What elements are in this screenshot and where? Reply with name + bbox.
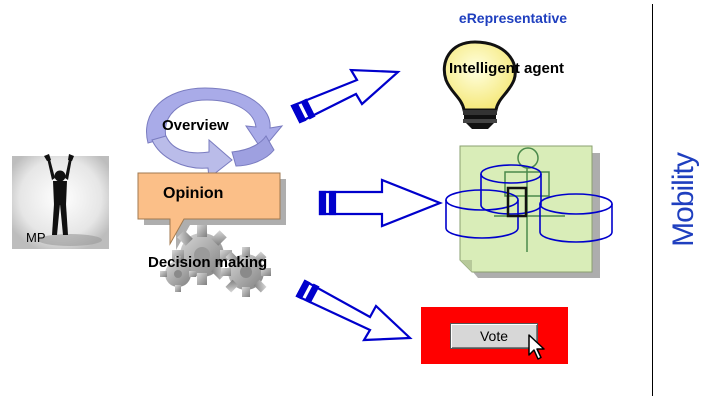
decision-gears-icon: [160, 225, 271, 297]
opinion-label: Opinion: [163, 185, 224, 202]
diagram-title: eRepresentative: [458, 10, 568, 26]
mp-person-arms-raised-icon: [12, 154, 109, 249]
arrow-to-document: [318, 178, 443, 228]
mouse-pointer-icon: [528, 334, 545, 360]
mobility-panel: Mobility: [652, 4, 714, 396]
mobility-label: Mobility: [666, 153, 700, 247]
vote-button[interactable]: Vote: [450, 323, 538, 349]
arrow-to-vote: [295, 279, 413, 342]
agent-label: Intelligent agent: [449, 60, 565, 77]
overview-label: Overview: [162, 117, 229, 134]
vote-panel: Vote: [421, 307, 568, 364]
mp-label: MP: [26, 230, 46, 245]
document-cylinders-icon: [445, 145, 613, 278]
overview-circular-arrows-icon: [146, 87, 284, 179]
arrow-to-agent: [290, 68, 401, 124]
agent-light-bulb-icon: [442, 40, 517, 129]
decision-label: Decision making: [148, 254, 268, 271]
opinion-speech-bubble-icon: [137, 172, 286, 250]
